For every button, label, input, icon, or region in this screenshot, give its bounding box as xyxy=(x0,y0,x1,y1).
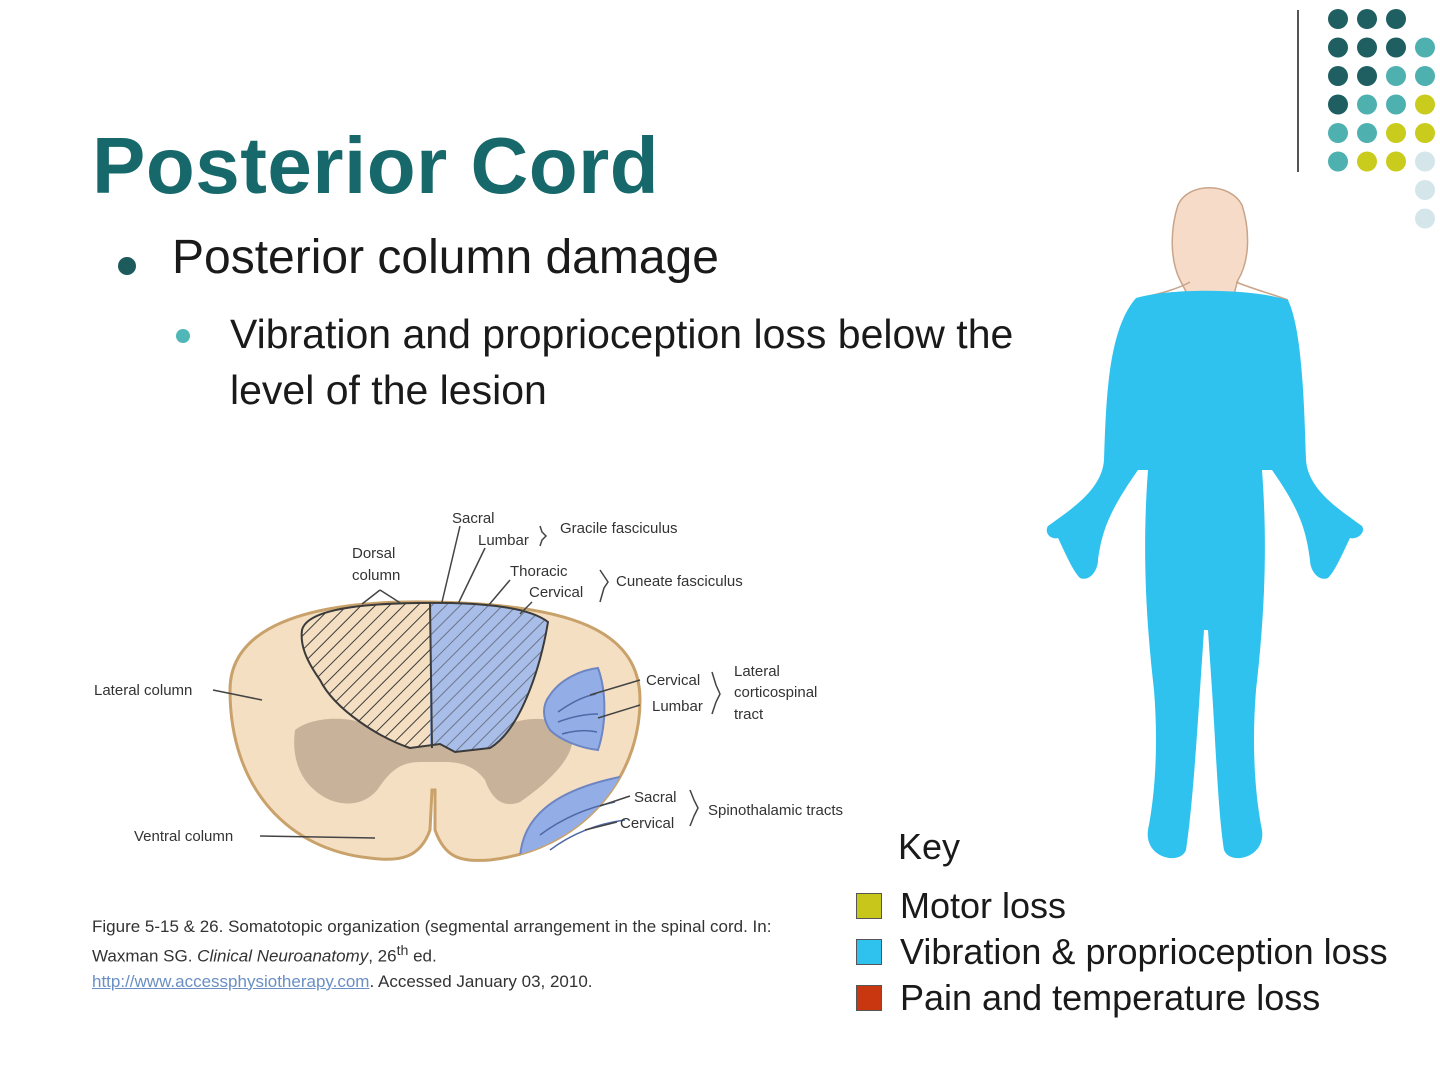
label-cervical-top: Cervical xyxy=(529,584,583,601)
body-blue-region xyxy=(1046,290,1364,859)
decorative-dot xyxy=(1328,9,1348,29)
label-lateral-column: Lateral column xyxy=(94,682,192,699)
bullet-dot-level2 xyxy=(176,329,190,343)
decorative-dot xyxy=(1386,66,1406,86)
caption-source-link[interactable]: http://www.accessphysiotherapy.com xyxy=(92,971,370,991)
bullet-vibration-loss: Vibration and proprioception loss below … xyxy=(230,311,1014,413)
caption-text: Figure 5-15 & 26. Somatotopic organizati… xyxy=(92,917,772,966)
decorative-dot xyxy=(1386,123,1406,143)
key-label-pain: Pain and temperature loss xyxy=(900,977,1321,1018)
decorative-dot xyxy=(1328,37,1348,58)
body-silhouette xyxy=(1046,187,1364,859)
caption-edition-sup: th xyxy=(396,943,409,959)
decorative-dot xyxy=(1415,66,1435,86)
decorative-dot-grid xyxy=(1297,9,1435,229)
label-cervical-mid: Cervical xyxy=(646,672,700,689)
decorative-dot xyxy=(1415,94,1435,115)
label-corticospinal: corticospinal xyxy=(734,684,817,701)
label-lumbar-top: Lumbar xyxy=(478,532,529,549)
label-dorsal: Dorsal xyxy=(352,545,395,562)
label-gracile-fasciculus: Gracile fasciculus xyxy=(560,520,678,537)
label-dorsal-column: column xyxy=(352,567,400,584)
decorative-dot xyxy=(1415,151,1435,172)
label-lateral: Lateral xyxy=(734,663,780,680)
label-thoracic: Thoracic xyxy=(510,563,568,580)
lateral-corticospinal-tract xyxy=(543,666,606,752)
decorative-dot xyxy=(1328,151,1348,172)
key-item-vibration-loss: Vibration & proprioception loss xyxy=(856,930,1388,974)
key-label-vibration: Vibration & proprioception loss xyxy=(900,931,1388,972)
label-sacral-top: Sacral xyxy=(452,510,495,527)
decorative-dot xyxy=(1357,151,1377,172)
decorative-dot xyxy=(1328,123,1348,143)
bullet-dot-level1 xyxy=(118,257,136,275)
decorative-dot xyxy=(1415,123,1435,143)
decorative-dot xyxy=(1357,94,1377,115)
cord-gray-matter xyxy=(294,718,573,805)
decorative-dot xyxy=(1357,123,1377,143)
label-lumbar-mid: Lumbar xyxy=(652,698,703,715)
caption-accessed: . Accessed January 03, 2010. xyxy=(369,971,593,991)
caption-book-title: Clinical Neuroanatomy xyxy=(197,946,369,966)
slide-title: Posterior Cord xyxy=(92,121,660,210)
label-tract: tract xyxy=(734,706,764,723)
key-swatch-vibration xyxy=(856,939,882,965)
label-sacral-bottom: Sacral xyxy=(634,789,677,806)
caption-edition: , 26 xyxy=(368,946,397,966)
decorative-dot xyxy=(1357,66,1377,86)
key-label-motor: Motor loss xyxy=(900,885,1067,926)
spinal-cord-cross-section: Sacral Lumbar Gracile fasciculus Dorsal … xyxy=(94,510,843,862)
key-swatch-pain xyxy=(856,985,882,1011)
key-title: Key xyxy=(898,826,961,867)
decorative-dot xyxy=(1328,66,1348,86)
decorative-dot xyxy=(1415,208,1435,229)
label-ventral-column: Ventral column xyxy=(134,828,233,845)
key-item-motor-loss: Motor loss xyxy=(856,884,1066,928)
decorative-dot xyxy=(1386,151,1406,172)
bullet-posterior-column-damage: Posterior column damage xyxy=(172,231,719,284)
decorative-dot xyxy=(1386,94,1406,115)
decorative-dot xyxy=(1357,9,1377,29)
key-swatch-motor xyxy=(856,893,882,919)
decorative-dot xyxy=(1357,37,1377,58)
key-item-pain-temperature-loss: Pain and temperature loss xyxy=(856,976,1320,1020)
caption-ed: ed. xyxy=(408,946,437,966)
label-cuneate-fasciculus: Cuneate fasciculus xyxy=(616,573,743,590)
label-spinothalamic-tracts: Spinothalamic tracts xyxy=(708,802,843,819)
decorative-dot xyxy=(1328,94,1348,115)
decorative-dot xyxy=(1386,37,1406,58)
decorative-dot xyxy=(1386,9,1406,29)
decorative-dot xyxy=(1415,37,1435,58)
decorative-dot xyxy=(1415,180,1435,200)
figure-caption: Figure 5-15 & 26. Somatotopic organizati… xyxy=(92,914,812,994)
label-cervical-bottom: Cervical xyxy=(620,815,674,832)
